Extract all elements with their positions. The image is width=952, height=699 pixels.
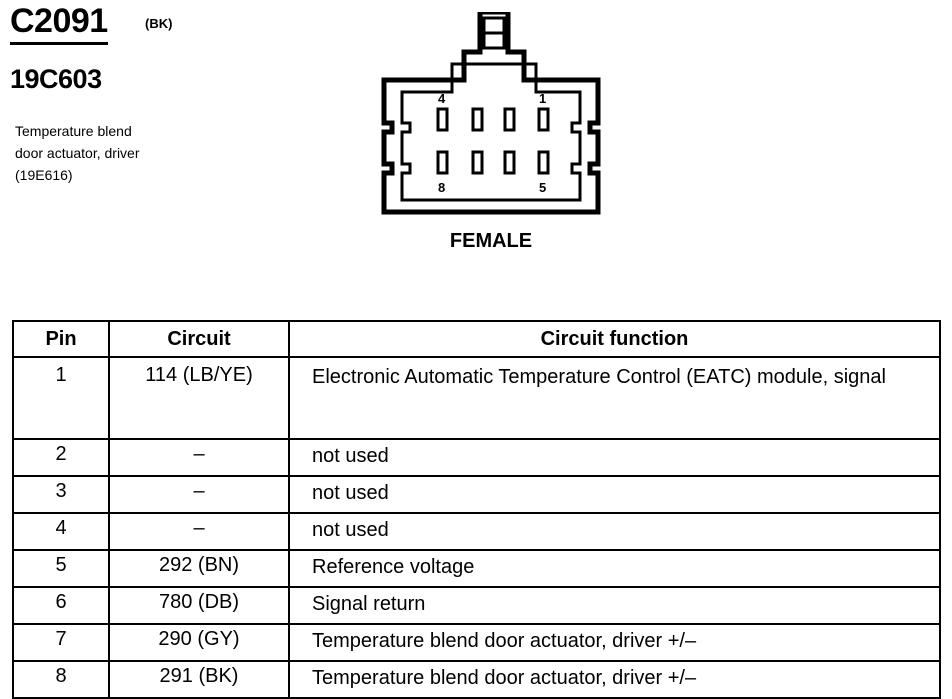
pin-terminal <box>436 107 449 132</box>
pin-label-4: 4 <box>438 91 446 106</box>
header-circuit-function: Circuit function <box>288 320 941 358</box>
pin-terminal <box>537 107 550 132</box>
cell-function: not used <box>288 475 941 514</box>
part-number: 19C603 <box>10 64 102 94</box>
pin-terminal <box>503 150 516 175</box>
table-row: 6 780 (DB) Signal return <box>12 586 941 625</box>
connector-id: C2091 <box>10 2 108 45</box>
cell-function: Electronic Automatic Temperature Control… <box>288 356 941 440</box>
connector-color-code: (BK) <box>145 16 173 31</box>
connector-gender-label: FEMALE <box>449 230 533 252</box>
cell-circuit: – <box>108 438 290 477</box>
cell-circuit: 780 (DB) <box>108 586 290 625</box>
table-row: 1 114 (LB/YE) Electronic Automatic Tempe… <box>12 356 941 440</box>
cell-pin: 5 <box>12 549 110 588</box>
cell-function: not used <box>288 438 941 477</box>
cell-pin: 6 <box>12 586 110 625</box>
table-row: 2 – not used <box>12 438 941 477</box>
cell-circuit: 292 (BN) <box>108 549 290 588</box>
pin-label-5: 5 <box>539 180 546 195</box>
pin-terminal <box>471 107 484 132</box>
table-row: 4 – not used <box>12 512 941 551</box>
pin-label-1: 1 <box>539 91 546 106</box>
table-row: 7 290 (GY) Temperature blend door actuat… <box>12 623 941 662</box>
cell-pin: 8 <box>12 660 110 699</box>
cell-function: Signal return <box>288 586 941 625</box>
cell-circuit: 291 (BK) <box>108 660 290 699</box>
cell-function: Temperature blend door actuator, driver … <box>288 623 941 662</box>
pin-label-8: 8 <box>438 180 445 195</box>
table-row: 5 292 (BN) Reference voltage <box>12 549 941 588</box>
description-line: Temperature blend <box>15 123 132 139</box>
cell-circuit: – <box>108 475 290 514</box>
cell-pin: 7 <box>12 623 110 662</box>
cell-circuit: 290 (GY) <box>108 623 290 662</box>
header-circuit: Circuit <box>108 320 290 358</box>
connector-face-diagram: 4 1 8 5 <box>381 12 601 215</box>
cell-function: not used <box>288 512 941 551</box>
cell-pin: 3 <box>12 475 110 514</box>
pin-terminal <box>471 150 484 175</box>
cell-function: Temperature blend door actuator, driver … <box>288 660 941 699</box>
inner-cavity <box>400 62 582 202</box>
cell-function: Reference voltage <box>288 549 941 588</box>
pin-terminal <box>503 107 516 132</box>
description-line: door actuator, driver <box>15 145 140 161</box>
connector-outline <box>381 12 601 215</box>
cell-circuit: 114 (LB/YE) <box>108 356 290 440</box>
cell-circuit: – <box>108 512 290 551</box>
pin-terminal <box>537 150 550 175</box>
header-pin: Pin <box>12 320 110 358</box>
cell-pin: 1 <box>12 356 110 440</box>
cell-pin: 4 <box>12 512 110 551</box>
table-header-row: Pin Circuit Circuit function <box>12 320 941 358</box>
pinout-table: Pin Circuit Circuit function 1 114 (LB/Y… <box>12 320 941 699</box>
cell-pin: 2 <box>12 438 110 477</box>
description-line: (19E616) <box>15 167 73 183</box>
table-row: 8 291 (BK) Temperature blend door actuat… <box>12 660 941 699</box>
connector-description: Temperature blend door actuator, driver … <box>15 120 215 186</box>
table-row: 3 – not used <box>12 475 941 514</box>
pin-terminal <box>436 150 449 175</box>
